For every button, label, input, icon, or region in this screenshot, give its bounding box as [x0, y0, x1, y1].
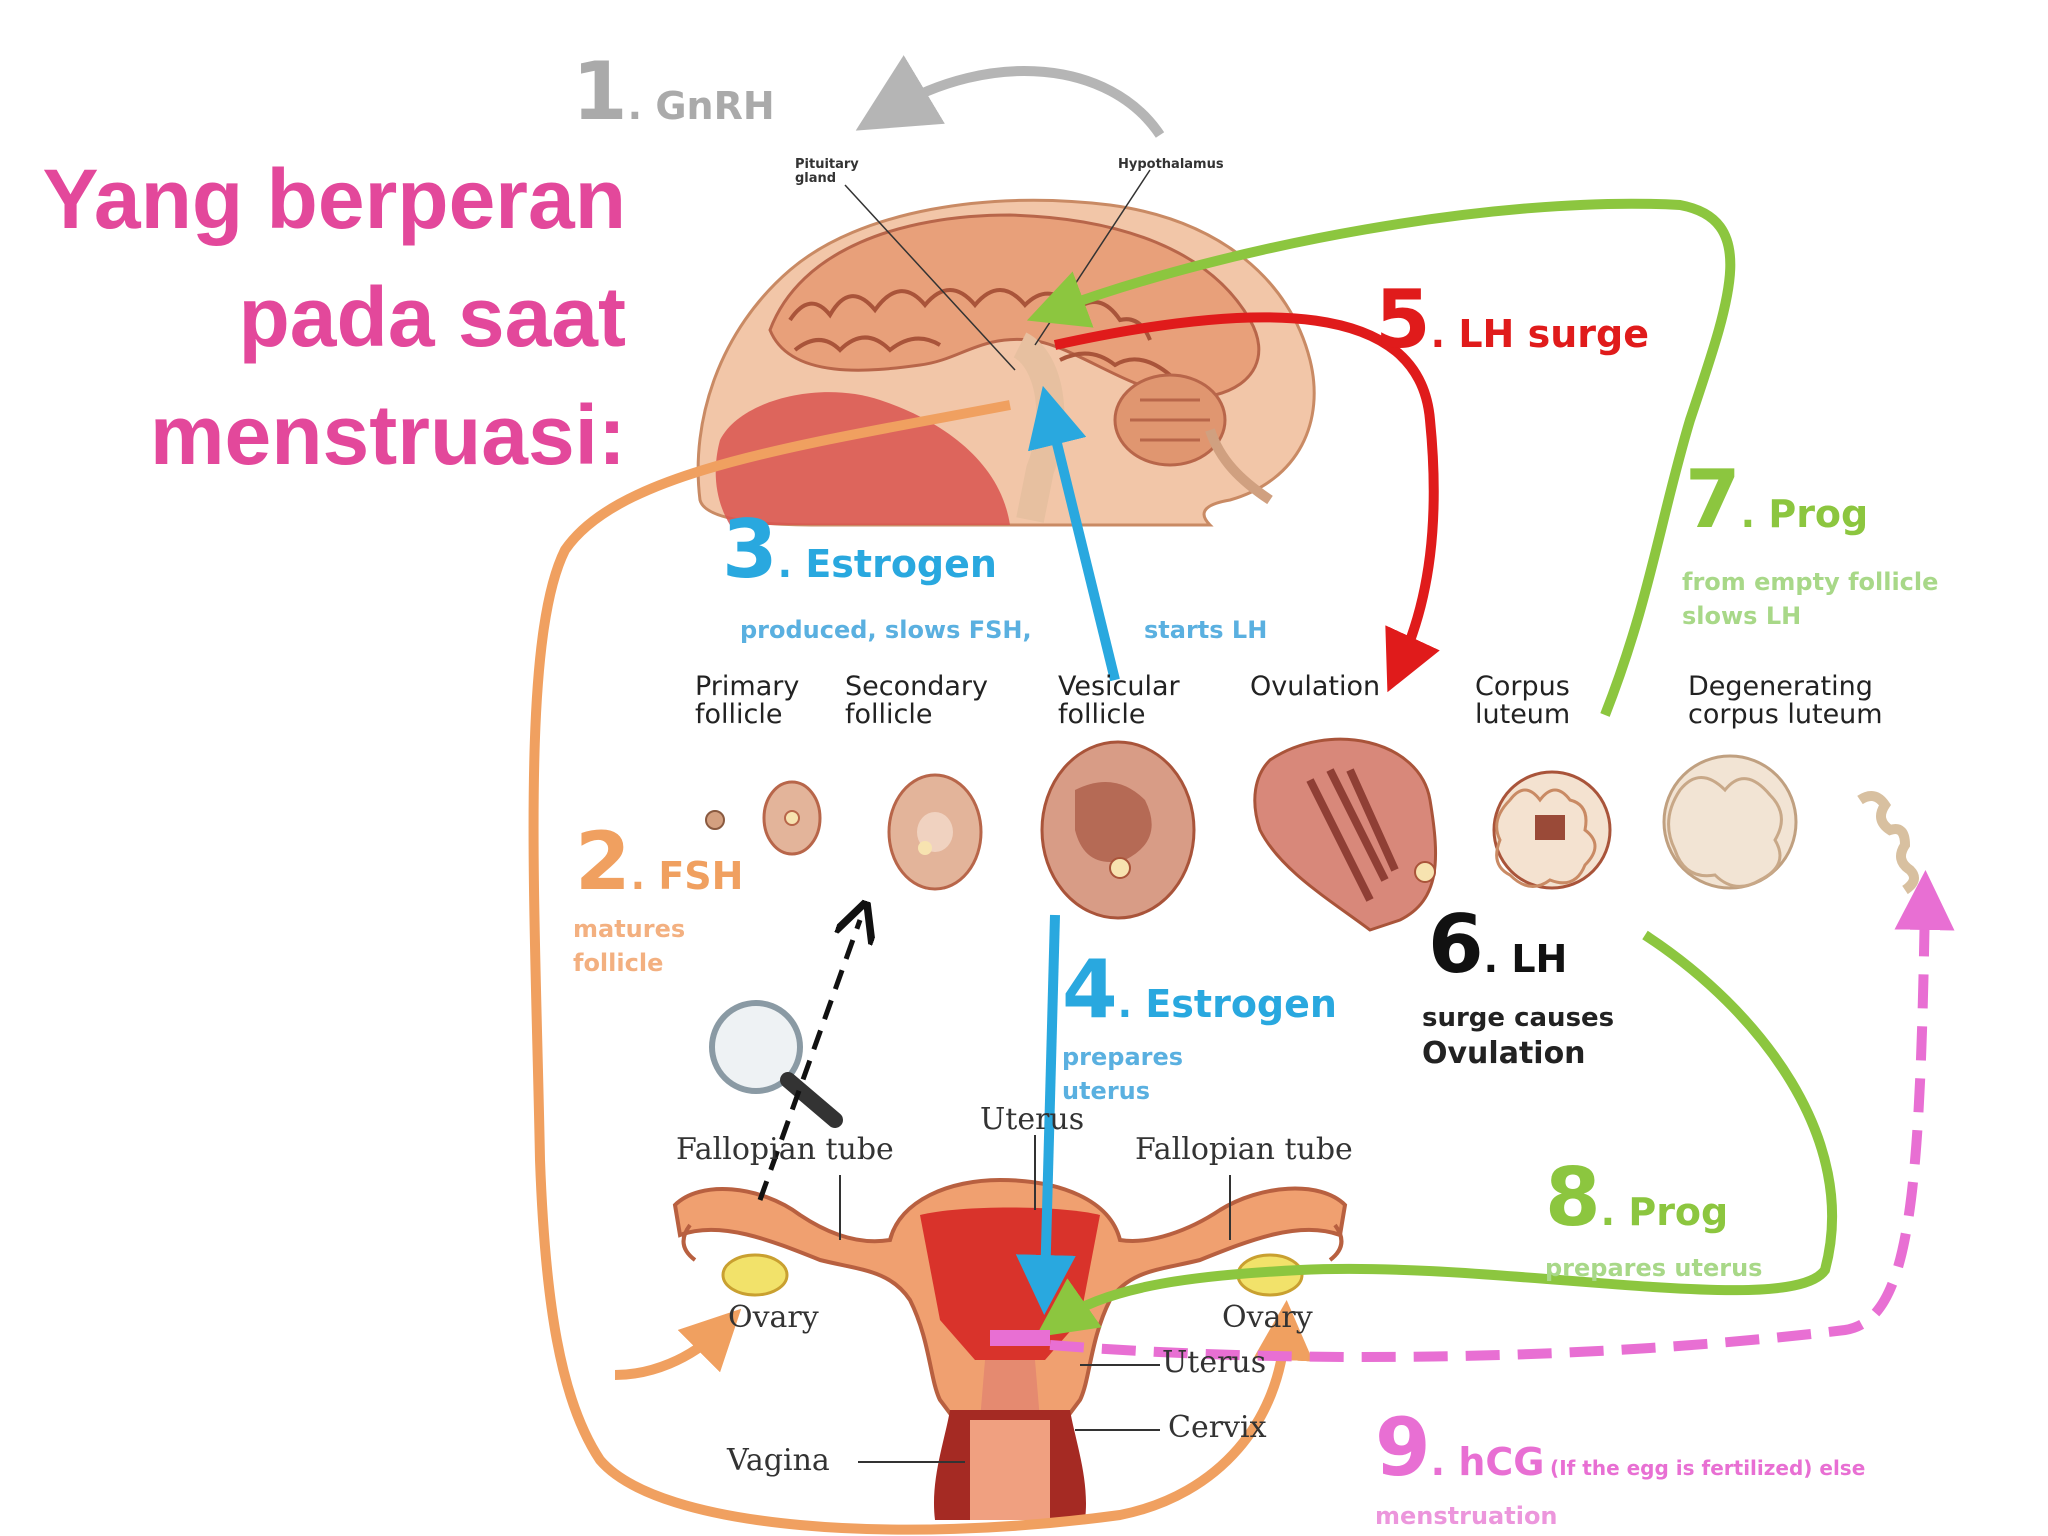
gnrh-arrow: [855, 55, 1165, 138]
step-5-hormone: . LH surge: [1430, 312, 1649, 356]
fallopian-tube-left-label: Fallopian tube: [676, 1132, 894, 1167]
step-6-desc: surge causes Ovulation: [1422, 1000, 1614, 1072]
step-8-desc: prepares uterus: [1545, 1254, 1763, 1282]
brain-illustration: [696, 169, 1316, 527]
title-line-2: pada saat: [238, 270, 626, 364]
step-4-desc-1: prepares: [1062, 1043, 1184, 1071]
step-7: 7. Prog: [1685, 460, 1868, 540]
vagina-label: Vagina: [727, 1443, 830, 1478]
step-5-number: 5: [1375, 273, 1431, 366]
step-9: 9. hCG (If the egg is fertilized) else: [1375, 1408, 1865, 1488]
step-3-hormone: . Estrogen: [777, 542, 997, 586]
follicle-illustrations: [705, 737, 1919, 932]
cervix-label: Cervix: [1168, 1410, 1267, 1445]
uterus-illustration: [672, 1135, 1348, 1520]
step-2-hormone: . FSH: [630, 854, 744, 898]
stage-degenerating-corpus-luteum: Degenerating corpus luteum: [1688, 671, 1883, 730]
step-4-desc: prepares uterus: [1062, 1040, 1183, 1108]
title-line-1: Yang berperan: [42, 152, 626, 246]
fallopian-tube-right-label: Fallopian tube: [1135, 1132, 1353, 1167]
estrogen3-arrow: [1028, 385, 1120, 682]
hcg-arrow: [1049, 870, 1955, 1362]
step-5: 5. LH surge: [1375, 280, 1649, 360]
step-9-hormone: . hCG: [1430, 1440, 1545, 1484]
step-2-desc-1: matures: [573, 915, 686, 943]
prog8-arrow: [1035, 930, 1838, 1338]
step-2: 2. FSH: [575, 822, 743, 902]
step-9-note: (If the egg is fertilized) else: [1550, 1456, 1866, 1480]
step-2-desc: matures follicle: [573, 912, 685, 980]
pituitary-label: Pituitary gland: [795, 157, 859, 186]
stage-vesicular-follicle: Vesicular follicle: [1058, 671, 1180, 730]
step-7-number: 7: [1685, 453, 1741, 546]
fsh-arrow: [528, 400, 1314, 1535]
lh-surge-arrow: [1053, 312, 1440, 693]
step-7-desc: from empty follicle slows LH: [1682, 565, 1938, 633]
hypothalamus-label: Hypothalamus: [1118, 157, 1224, 172]
stage-primary-follicle: Primary follicle: [695, 671, 800, 730]
stage-corpus-luteum: Corpus luteum: [1475, 671, 1571, 730]
step-1-hormone: . GnRH: [627, 84, 775, 128]
step-8-hormone: . Prog: [1600, 1190, 1729, 1234]
step-8-number: 8: [1545, 1151, 1601, 1244]
magnifier-illustration: [709, 1000, 843, 1128]
step-6-number: 6: [1428, 898, 1484, 991]
step-7-desc-1: from empty follicle: [1682, 568, 1939, 596]
step-4-number: 4: [1062, 943, 1118, 1036]
ovary-right-label: Ovary: [1222, 1300, 1313, 1335]
step-8: 8. Prog: [1545, 1158, 1728, 1238]
step-3: 3. Estrogen: [722, 510, 997, 590]
step-9-number: 9: [1375, 1401, 1431, 1494]
title-line-3: menstruasi:: [149, 388, 626, 482]
step-7-hormone: . Prog: [1740, 492, 1869, 536]
fsh-ovary-arrow: [614, 1308, 742, 1380]
step-6-hormone: . LH: [1483, 937, 1568, 981]
prog7-arrow: [1026, 198, 1736, 717]
step-3-desc-2: starts LH: [1144, 616, 1268, 644]
uterus-side-label: Uterus: [1162, 1345, 1267, 1380]
hcg-uterus-marker: [990, 1330, 1050, 1346]
step-4: 4. Estrogen: [1062, 950, 1337, 1030]
step-7-desc-2: slows LH: [1682, 602, 1802, 630]
step-1-number: 1: [572, 45, 628, 138]
step-6: 6. LH: [1428, 905, 1567, 985]
stage-secondary-follicle: Secondary follicle: [845, 671, 988, 730]
step-4-hormone: . Estrogen: [1117, 982, 1337, 1026]
step-9-desc: menstruation: [1375, 1502, 1558, 1530]
step-4-desc-2: uterus: [1062, 1077, 1151, 1105]
uterus-top-label: Uterus: [980, 1102, 1085, 1137]
magnify-arrow: [757, 920, 860, 1201]
step-2-number: 2: [575, 815, 631, 908]
stage-ovulation: Ovulation: [1250, 671, 1381, 702]
estrogen4-arrow: [1015, 914, 1076, 1315]
step-1: 1. GnRH: [572, 52, 775, 132]
step-3-number: 3: [722, 503, 778, 596]
step-6-desc-1: surge causes: [1422, 1003, 1615, 1033]
page-title: Yang berperan pada saat menstruasi:: [0, 140, 626, 494]
step-6-desc-2: Ovulation: [1422, 1036, 1586, 1071]
ovary-left-label: Ovary: [728, 1300, 819, 1335]
step-3-desc-1: produced, slows FSH,: [740, 616, 1032, 644]
step-2-desc-2: follicle: [573, 949, 664, 977]
